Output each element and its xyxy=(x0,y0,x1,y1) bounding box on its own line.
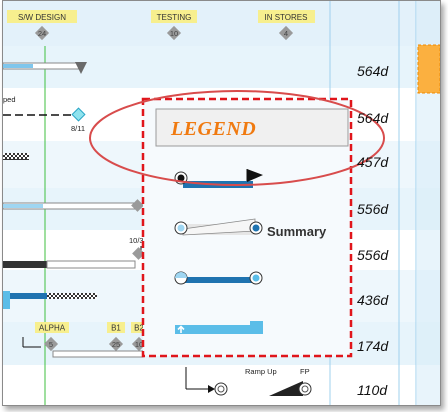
legend-progress-end-dot xyxy=(252,274,260,282)
duration-cell: 556d xyxy=(357,247,389,263)
task-start-dot xyxy=(217,385,225,393)
milestone-badge-b2[interactable] xyxy=(131,322,147,333)
legend-title-box xyxy=(155,108,349,147)
summary-progress xyxy=(3,204,43,208)
date-label: 10/3 xyxy=(129,236,144,245)
up-arrow-icon xyxy=(177,325,185,333)
checker-pattern xyxy=(3,153,29,159)
legend-flag-icon xyxy=(247,169,263,182)
duration-cell: 564d xyxy=(357,110,389,126)
ramp-up-label: Ramp Up xyxy=(245,367,277,376)
legend-title: LEGEND xyxy=(171,118,257,140)
summary-progress xyxy=(3,64,33,68)
duration-cell: 174d xyxy=(357,338,389,354)
milestone-diamond[interactable] xyxy=(132,247,145,260)
checkered-bar[interactable] xyxy=(47,293,97,299)
milestone-badge-sw-design[interactable] xyxy=(7,10,77,23)
task-bar-remaining[interactable] xyxy=(46,260,136,269)
legend-summary-start-dot xyxy=(177,224,185,232)
legend-progress-half-dot xyxy=(175,272,187,278)
milestone-count: 10 xyxy=(135,340,143,349)
milestone-label-alpha: ALPHA xyxy=(39,324,66,333)
duration-cell: 436d xyxy=(357,292,389,308)
milestone-count: 10 xyxy=(170,29,178,38)
duration-cell: 564d xyxy=(357,63,389,79)
legend-task-start-dot xyxy=(177,174,185,182)
milestone-label-b2: B2 xyxy=(134,324,144,333)
milestone-badge-b1[interactable] xyxy=(107,322,125,333)
legend-light-bar xyxy=(175,325,263,334)
slip-label: ped xyxy=(3,95,16,104)
date-label: 8/11 xyxy=(71,124,85,133)
duration-cell: 110d xyxy=(357,382,388,398)
milestone-label-b1: B1 xyxy=(111,324,121,333)
milestone-count: 4 xyxy=(284,29,288,38)
milestone-diamond[interactable] xyxy=(108,336,124,352)
legend-summary-end-dot xyxy=(252,224,260,232)
callout-ellipse xyxy=(89,90,385,186)
task-bar-blue[interactable] xyxy=(10,293,47,299)
fp-label: FP xyxy=(300,367,310,376)
milestone-diamond[interactable] xyxy=(43,336,59,352)
selected-cell[interactable] xyxy=(417,44,440,94)
timeline-header xyxy=(3,1,440,46)
milestone-count: 5 xyxy=(49,340,53,349)
milestone-count: 24 xyxy=(38,29,46,38)
milestone-count: 25 xyxy=(112,340,120,349)
ramp-wedge[interactable] xyxy=(269,381,303,396)
arrow-head xyxy=(208,385,215,393)
legend-summary-label: Summary xyxy=(267,224,327,239)
milestone-diamond[interactable] xyxy=(278,25,294,41)
gantt-window: S/W DESIGN TESTING IN STORES 24 10 4 ped… xyxy=(2,0,441,406)
milestone-diamond[interactable] xyxy=(131,199,144,212)
milestone-diamond-cyan[interactable] xyxy=(71,107,86,122)
milestone-diamond[interactable] xyxy=(34,25,50,41)
summary-end-marker xyxy=(75,62,87,74)
task-end-dot xyxy=(301,385,309,393)
task-bar-light[interactable] xyxy=(3,291,10,309)
legend-light-bar-end xyxy=(250,321,263,334)
duration-cell: 556d xyxy=(357,201,389,217)
gantt-chart: S/W DESIGN TESTING IN STORES 24 10 4 ped… xyxy=(3,1,440,405)
legend-progress-bar xyxy=(183,277,255,283)
milestone-badge-alpha[interactable] xyxy=(35,322,69,333)
milestone-label-sw-design: S/W DESIGN xyxy=(18,13,66,22)
milestone-label-testing: TESTING xyxy=(157,13,192,22)
milestone-badge-in-stores[interactable] xyxy=(258,10,315,23)
checker-pattern xyxy=(47,293,97,299)
checkered-bar[interactable] xyxy=(3,153,29,160)
milestone-label-in-stores: IN STORES xyxy=(265,13,308,22)
milestone-badge-testing[interactable] xyxy=(151,10,197,23)
duration-cell: 457d xyxy=(357,154,389,170)
summary-bar[interactable] xyxy=(52,350,144,358)
task-bar-dark[interactable] xyxy=(3,261,47,268)
